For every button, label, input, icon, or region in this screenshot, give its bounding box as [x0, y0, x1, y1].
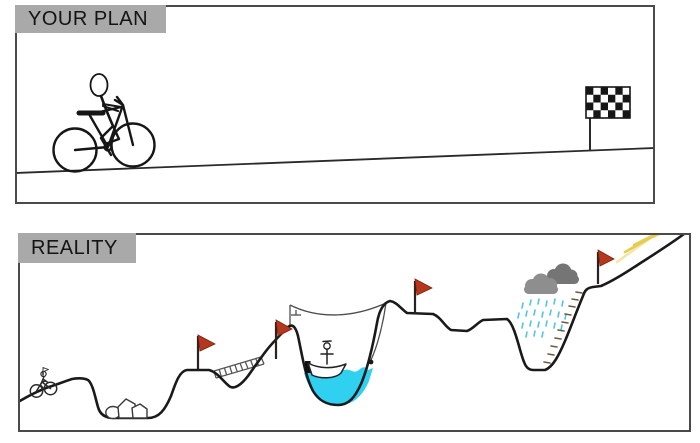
hatched-slope-icon: [543, 291, 583, 364]
rocks-icon: [105, 398, 148, 420]
zipline-icon: [289, 302, 387, 327]
checkered-finish-flag-icon: [585, 86, 631, 151]
boat-icon: [305, 340, 347, 379]
cyclist-icon: [29, 367, 58, 398]
panel-your-plan: YOUR PLAN: [15, 5, 655, 204]
trapeze-handle-icon: [291, 310, 301, 316]
reality-scene: [20, 235, 685, 420]
terrain-path: [20, 235, 685, 420]
red-flag-icon: [274, 319, 293, 359]
rain-cloud-icon: [524, 263, 579, 294]
panel-reality: REALITY: [18, 233, 691, 432]
plan-scene: [17, 73, 653, 174]
smooth-uphill-road: [17, 147, 653, 174]
person-in-boat-icon: [320, 340, 334, 365]
rain-drops-icon: [517, 298, 567, 338]
panel-title-reality: REALITY: [18, 233, 136, 263]
ladder-bridge-icon: [213, 356, 265, 379]
red-flag-icon: [196, 334, 216, 370]
panel-title-your-plan: YOUR PLAN: [15, 5, 167, 33]
cyclist-icon: [52, 73, 156, 173]
red-flag-icon: [413, 278, 433, 314]
red-flag-icon: [596, 249, 615, 284]
sun-rays-icon: [615, 235, 661, 264]
